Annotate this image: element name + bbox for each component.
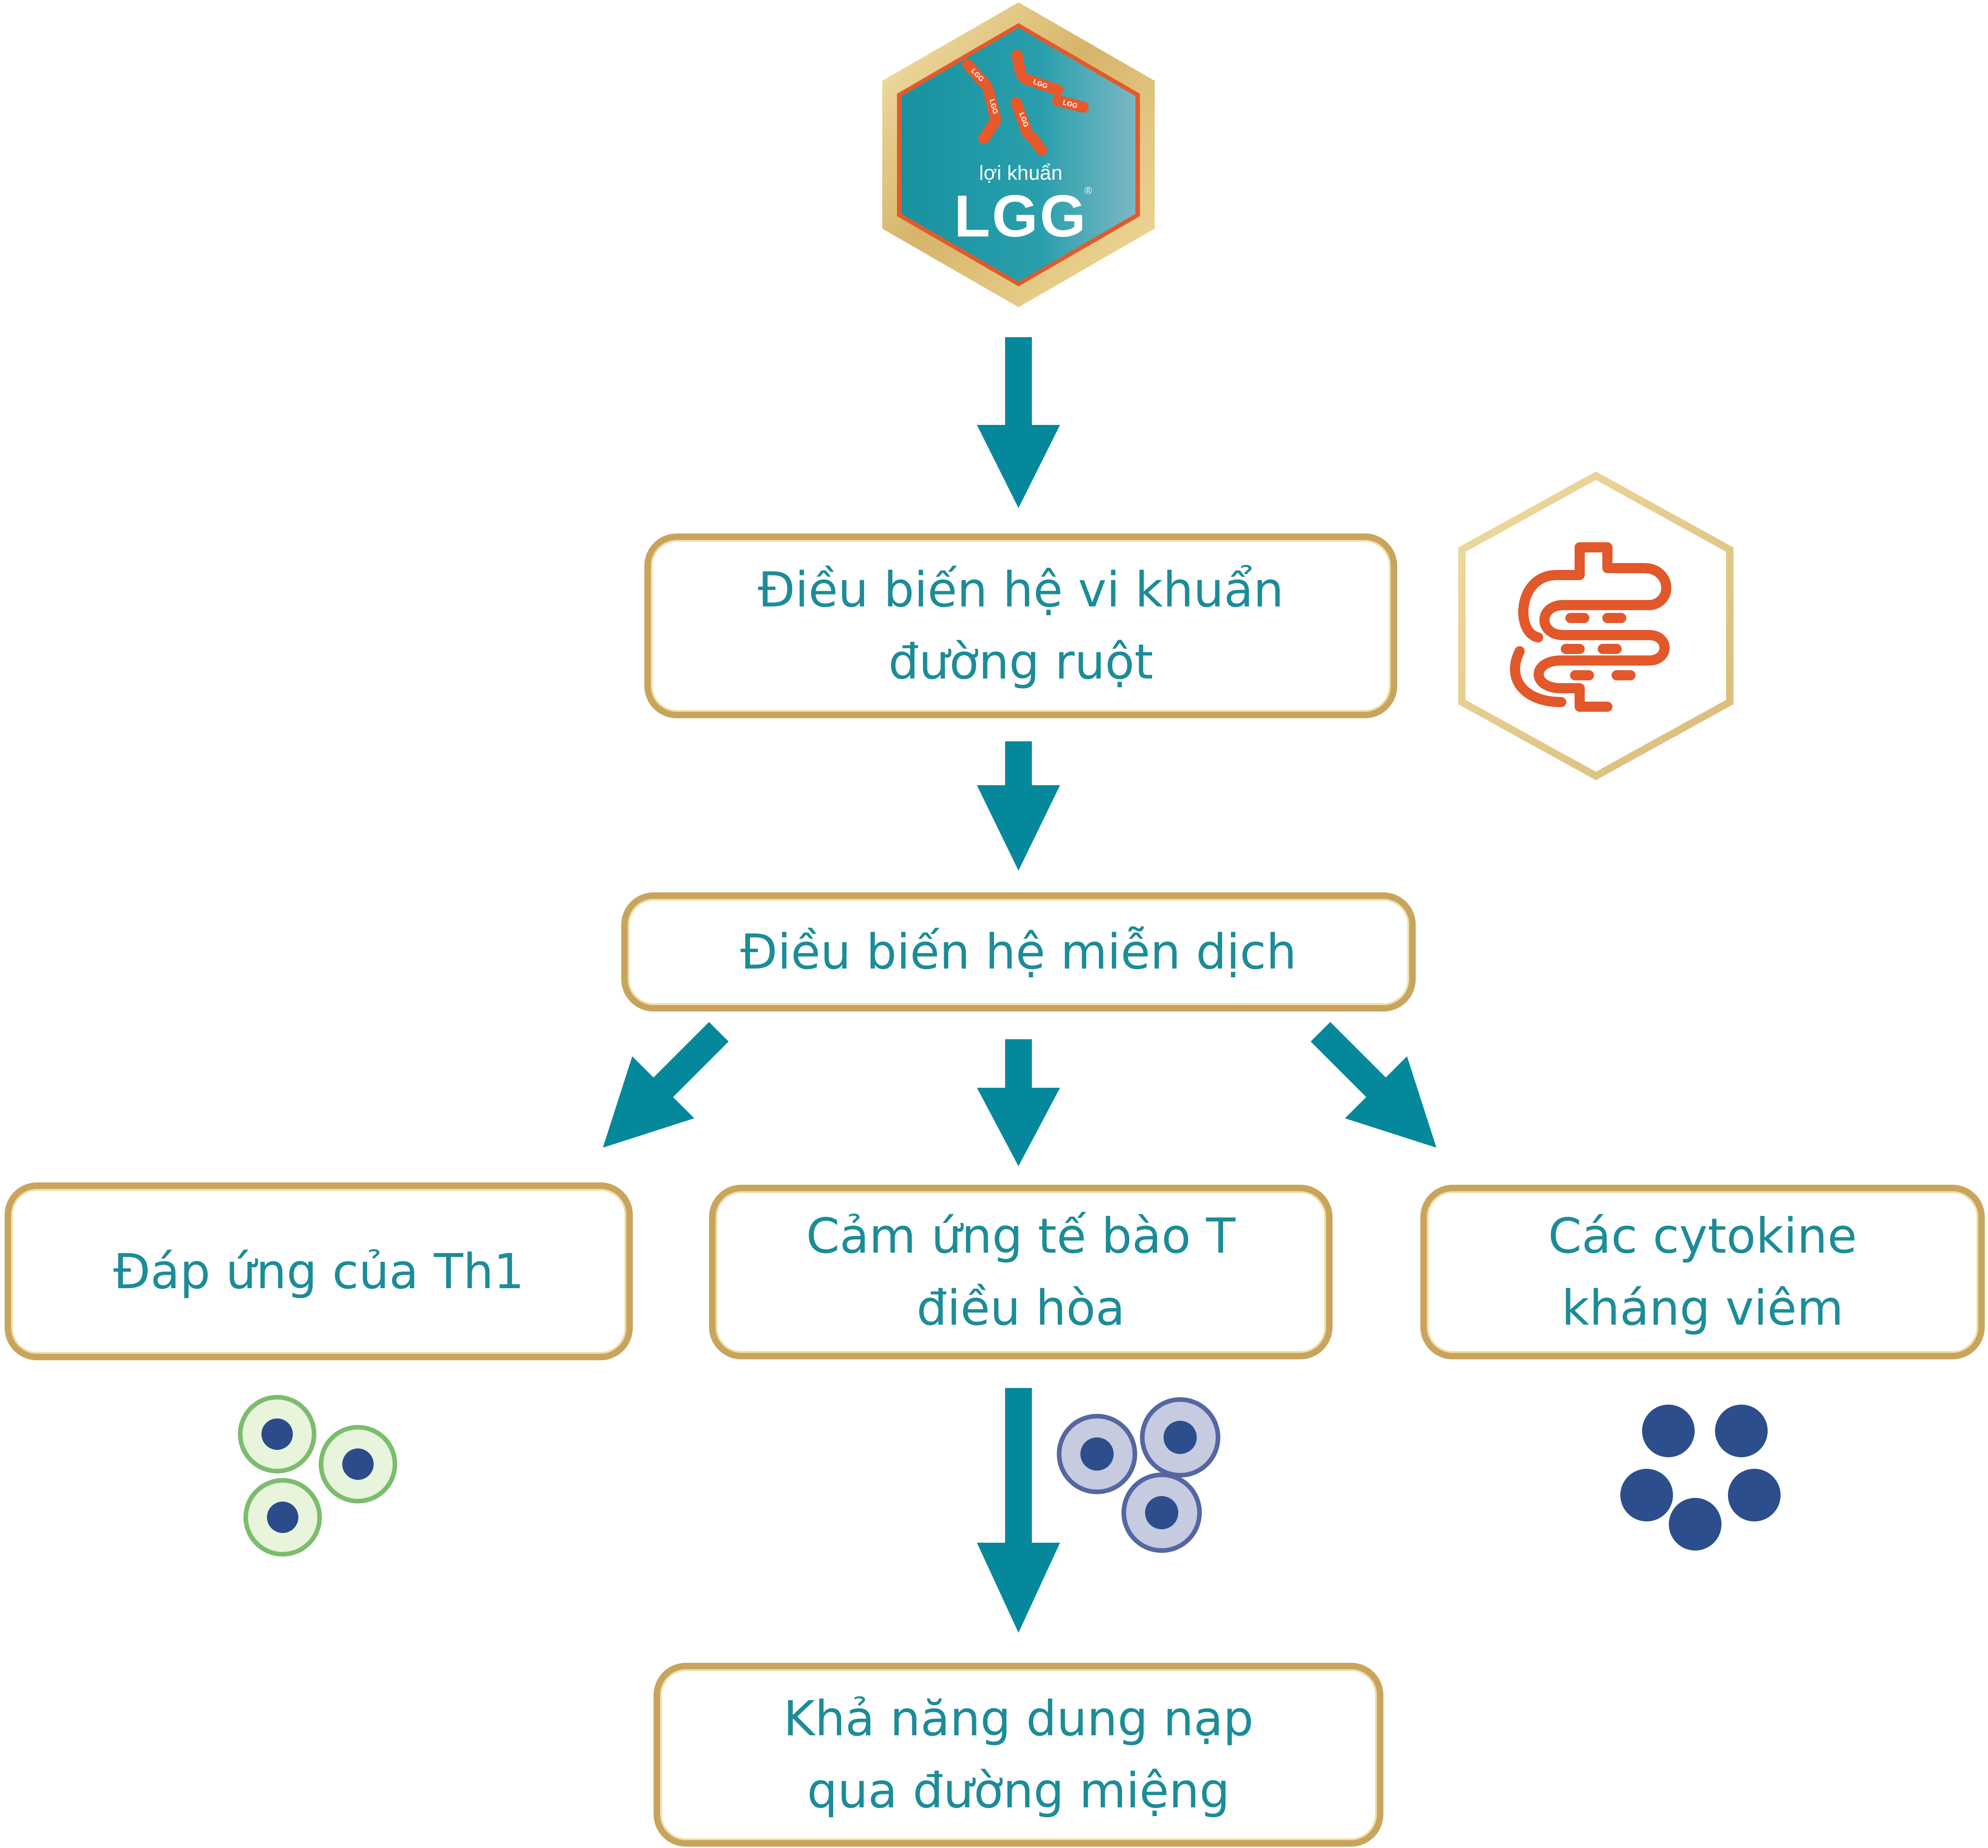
box-treg-induction: Cảm ứng tế bào T điều hòa — [709, 1185, 1333, 1359]
arrow-immune-to-treg — [977, 1039, 1060, 1166]
arrow-gut-to-immune — [977, 741, 1060, 871]
arrow-treg-to-oral — [977, 1388, 1060, 1633]
intestine-badge — [1458, 471, 1733, 781]
box-immune-line1: Điều biến hệ miễn dịch — [740, 924, 1297, 980]
box-gut-line1: Điều biến hệ vi khuẩn — [758, 562, 1284, 618]
box-oral-tolerance: Khả năng dung nạp qua đường miệng — [654, 1663, 1383, 1847]
box-cytokine-line1: Các cytokine — [1548, 1208, 1857, 1264]
intestine-icon — [1510, 542, 1672, 712]
box-th1-response: Đáp ứng của Th1 — [5, 1182, 633, 1360]
logo-mark: ® — [1085, 185, 1092, 196]
blue-gray-cells-icon — [1057, 1397, 1220, 1553]
box-oral-line2: qua đường miệng — [807, 1763, 1230, 1819]
box-gut-line2: đường ruột — [888, 634, 1153, 690]
box-gut-microbiota: Điều biến hệ vi khuẩn đường ruột — [644, 533, 1397, 718]
box-oral-line1: Khả năng dung nạp — [783, 1690, 1254, 1747]
bacteria-icon — [962, 50, 1089, 156]
flow-arrows — [603, 337, 1436, 1633]
arrow-immune-to-th1 — [603, 1022, 729, 1148]
box-anti-inflammatory-cytokines: Các cytokine kháng viêm — [1420, 1185, 1985, 1359]
box-treg-line1: Cảm ứng tế bào T — [806, 1208, 1236, 1264]
box-cytokine-line2: kháng viêm — [1561, 1280, 1844, 1336]
box-treg-line2: điều hòa — [916, 1280, 1125, 1336]
intestine-hexagon — [1458, 471, 1733, 781]
green-cells-icon — [238, 1395, 397, 1557]
box-immune-modulation: Điều biến hệ miễn dịch — [621, 892, 1416, 1012]
lgg-logo: LGG LGG LGG LGG LGG ® — [882, 2, 1155, 307]
logo-teal-hexagon — [902, 28, 1135, 282]
logo-subtitle: lợi khuẩn — [979, 162, 1063, 184]
logo-brand: LGG — [954, 183, 1088, 249]
arrow-logo-to-gut — [977, 337, 1060, 508]
arrow-immune-to-cytokine — [1310, 1022, 1436, 1148]
box-th1-line1: Đáp ứng của Th1 — [113, 1243, 524, 1300]
navy-dots-icon — [1620, 1405, 1781, 1551]
